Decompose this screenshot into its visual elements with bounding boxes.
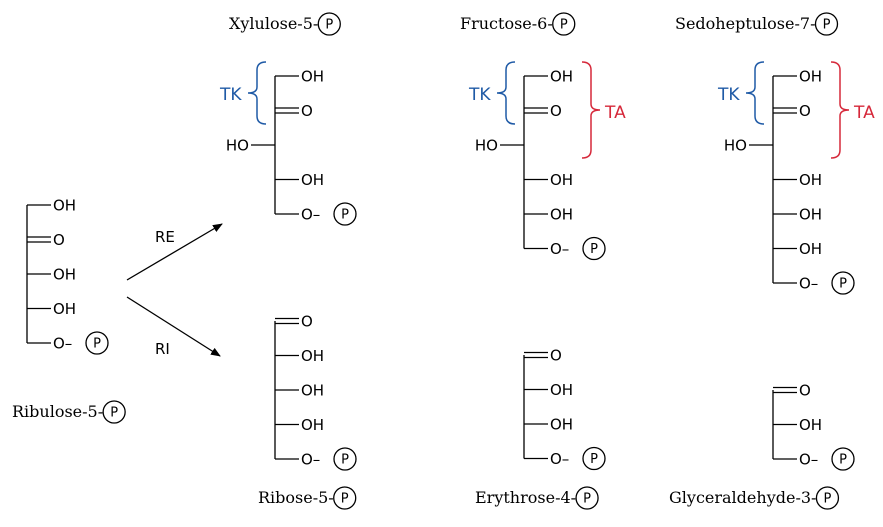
enzyme-ta-label: TA — [604, 103, 626, 123]
structure-ribulose-5-phosphate: OH O OH OH O– P — [26, 197, 109, 355]
phosphate-letter: P — [824, 492, 832, 507]
carbonyl-group: O — [53, 231, 65, 249]
tk-brace-1 — [496, 61, 516, 125]
phosphate-symbol: P — [575, 486, 599, 510]
phosphate-symbol: P — [582, 446, 606, 471]
sugar-name: Ribulose-5- — [12, 402, 103, 421]
carbonyl-group: O — [550, 102, 562, 120]
structure-fructose-6-phosphate: OH O HO OH OH O– P — [475, 68, 606, 261]
phosphate-symbol: P — [831, 447, 855, 471]
phosphate-symbol: P — [85, 331, 109, 355]
tk-brace-2 — [745, 61, 765, 125]
label-erythrose-4-phosphate: Erythrose-4- P — [475, 486, 599, 510]
phosphate-letter: P — [583, 492, 591, 507]
hydroxyl-group-left: HO — [226, 137, 249, 155]
phosphate-symbol: P — [552, 12, 576, 36]
arrow-to-ribose — [126, 296, 221, 357]
phosphate-symbol: P — [333, 202, 357, 226]
tk-brace-0 — [247, 61, 267, 125]
hydroxyl-group: OH — [301, 416, 324, 434]
hydroxyl-group: OH — [53, 300, 76, 318]
phosphate-letter: P — [341, 208, 349, 223]
enzyme-tk-label: TK — [717, 85, 740, 105]
ta-brace-1 — [830, 61, 850, 159]
phosphate-letter: P — [590, 452, 598, 467]
hydroxyl-group: OH — [550, 171, 573, 189]
hydroxyl-group: OH — [301, 68, 324, 86]
hydroxyl-group-left: HO — [475, 137, 498, 155]
phosphate-letter: P — [839, 277, 847, 292]
structure-glyceraldehyde-3-phosphate: O OH O– P — [772, 382, 855, 471]
hydroxyl-group: OH — [799, 171, 822, 189]
phosphate-letter: P — [823, 18, 831, 33]
label-glyceraldehyde-3-phosphate: Glyceraldehyde-3- P — [669, 486, 840, 510]
carbonyl-group: O — [799, 102, 811, 120]
phosphate-ester: O– — [53, 335, 72, 353]
sugar-name: Ribose-5- — [258, 488, 334, 507]
hydroxyl-group: OH — [799, 416, 822, 434]
enzyme-tk-label: TK — [219, 85, 242, 105]
phosphate-symbol: P — [102, 400, 126, 424]
phosphate-symbol: P — [582, 236, 606, 261]
phosphate-letter: P — [560, 18, 568, 33]
structure-erythrose-4-phosphate: O OH OH O– P — [523, 347, 606, 471]
phosphate-letter: P — [325, 18, 333, 33]
phosphate-ester: O– — [550, 450, 569, 468]
phosphate-symbol: P — [333, 486, 357, 510]
enzyme-tk-label: TK — [468, 85, 491, 105]
sugar-name: Sedoheptulose-7- — [675, 14, 815, 33]
phosphate-ester: O– — [799, 451, 818, 469]
enzyme-ri-label: RI — [155, 340, 170, 358]
phosphate-symbol: P — [815, 486, 840, 510]
ta-brace-0 — [581, 61, 601, 159]
hydroxyl-group: OH — [550, 381, 573, 399]
carbonyl-group: O — [550, 347, 562, 365]
hydroxyl-group: OH — [53, 266, 76, 284]
label-xylulose-5-phosphate: Xylulose-5- P — [229, 12, 341, 36]
label-ribulose-5-phosphate: Ribulose-5- P — [12, 400, 126, 424]
structure-ribose-5-phosphate: O OH OH OH O– P — [274, 313, 357, 471]
hydroxyl-group: OH — [550, 416, 573, 434]
phosphate-letter: P — [839, 453, 847, 468]
phosphate-symbol: P — [814, 12, 839, 36]
hydroxyl-group: OH — [799, 68, 822, 86]
structure-xylulose-5-phosphate: OH O HO OH O– P — [226, 68, 357, 226]
phosphate-letter: P — [341, 492, 349, 507]
hydroxyl-group: OH — [550, 68, 573, 86]
carbonyl-group: O — [799, 382, 811, 400]
sugar-name: Erythrose-4- — [475, 488, 576, 507]
phosphate-letter: P — [93, 337, 101, 352]
structure-sedoheptulose-7-phosphate: OH O HO OH OH OH O– P — [724, 68, 855, 295]
hydroxyl-group: OH — [301, 382, 324, 400]
label-ribose-5-phosphate: Ribose-5- P — [258, 486, 357, 510]
phosphate-ester: O– — [301, 206, 320, 224]
carbonyl-group: O — [301, 102, 313, 120]
phosphate-letter: P — [110, 406, 118, 421]
phosphate-symbol: P — [333, 447, 357, 471]
phosphate-ester: O– — [799, 275, 818, 293]
enzyme-re-label: RE — [155, 228, 175, 246]
hydroxyl-group: OH — [799, 240, 822, 258]
sugar-name: Glyceraldehyde-3- — [669, 488, 816, 507]
hydroxyl-group: OH — [799, 206, 822, 224]
phosphate-symbol: P — [317, 12, 341, 36]
carbonyl-group: O — [301, 313, 313, 331]
hydroxyl-group: OH — [53, 197, 76, 215]
hydroxyl-group-left: HO — [724, 137, 747, 155]
phosphate-letter: P — [590, 242, 598, 257]
hydroxyl-group: OH — [550, 206, 573, 224]
phosphate-symbol: P — [831, 271, 855, 295]
arrow-to-xylulose — [126, 223, 223, 281]
phosphate-ester: O– — [550, 240, 569, 258]
phosphate-ester: O– — [301, 451, 320, 469]
hydroxyl-group: OH — [301, 171, 324, 189]
phosphate-letter: P — [341, 453, 349, 468]
enzyme-ta-label: TA — [853, 103, 875, 123]
sugar-name: Fructose-6- — [460, 14, 553, 33]
label-sedoheptulose-7-phosphate: Sedoheptulose-7- P — [675, 12, 839, 36]
sugar-name: Xylulose-5- — [229, 14, 318, 33]
label-fructose-6-phosphate: Fructose-6- P — [460, 12, 576, 36]
hydroxyl-group: OH — [301, 347, 324, 365]
